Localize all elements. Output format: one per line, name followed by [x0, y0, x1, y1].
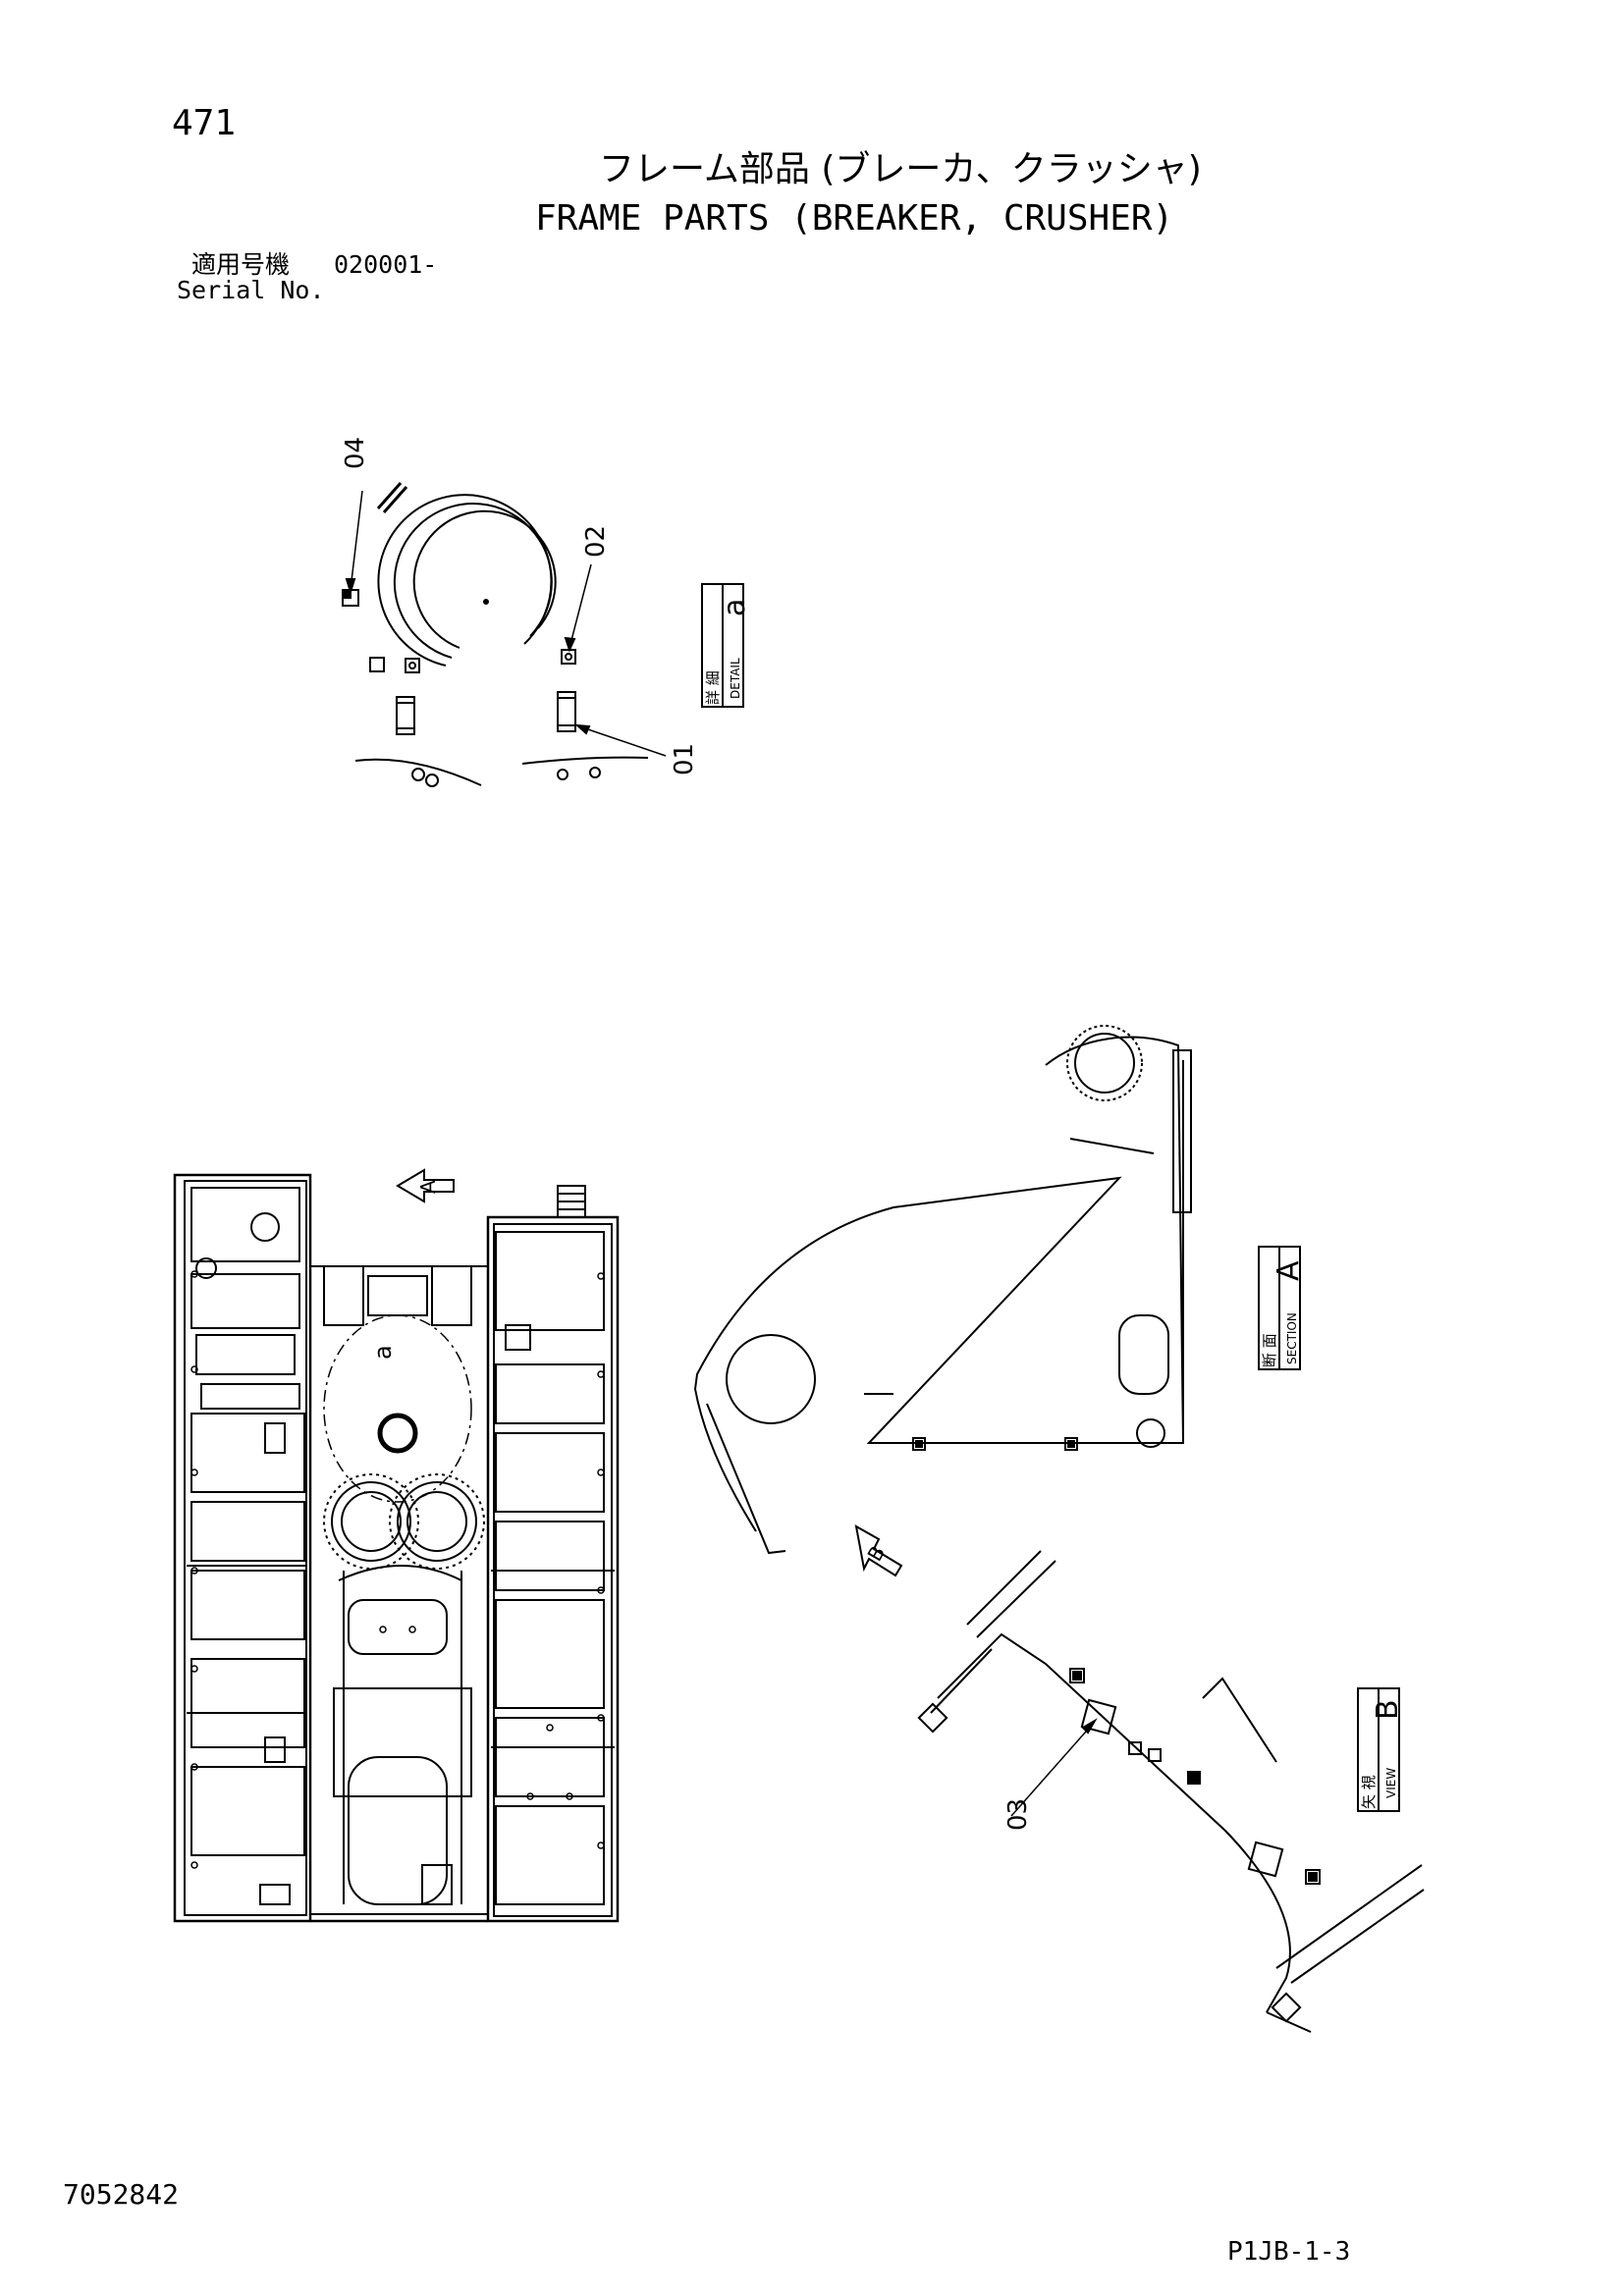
view-jp: 矢 視: [1360, 1775, 1378, 1809]
detail-jp: 詳 細: [704, 670, 722, 705]
title-english: FRAME PARTS (BREAKER, CRUSHER): [535, 198, 1174, 239]
section-jp: 断 面: [1261, 1333, 1278, 1367]
page-code: P1JB-1-3: [1227, 2237, 1351, 2267]
section-a-view: [693, 1025, 1192, 1577]
view-b-view: [917, 1550, 1425, 2033]
serial-label-english: Serial No.: [177, 276, 325, 304]
frame-plan-view: [173, 1168, 620, 1923]
serial-label-japanese: 適用号機: [191, 250, 291, 279]
detail-en: DETAIL: [729, 658, 742, 699]
circle-a-label: a: [369, 1345, 397, 1360]
title-japanese: フレーム部品 (ブレーカ、クラッシャ): [599, 149, 1202, 189]
document-number: 7052842: [63, 2178, 180, 2211]
page-number: 471: [172, 103, 237, 143]
callout-02: 02: [581, 525, 611, 558]
detail-a-view: [342, 482, 667, 787]
callout-01: 01: [670, 743, 699, 775]
section-en: SECTION: [1285, 1312, 1299, 1364]
serial-value: 020001-: [334, 250, 438, 279]
callout-04: 04: [341, 437, 370, 469]
callout-03: 03: [1003, 1798, 1033, 1831]
view-letter: B: [1371, 1699, 1405, 1720]
view-en: VIEW: [1384, 1768, 1398, 1798]
detail-letter: a: [718, 599, 752, 616]
section-letter: A: [1272, 1260, 1306, 1281]
arrow-a-label: A: [416, 1180, 440, 1194]
